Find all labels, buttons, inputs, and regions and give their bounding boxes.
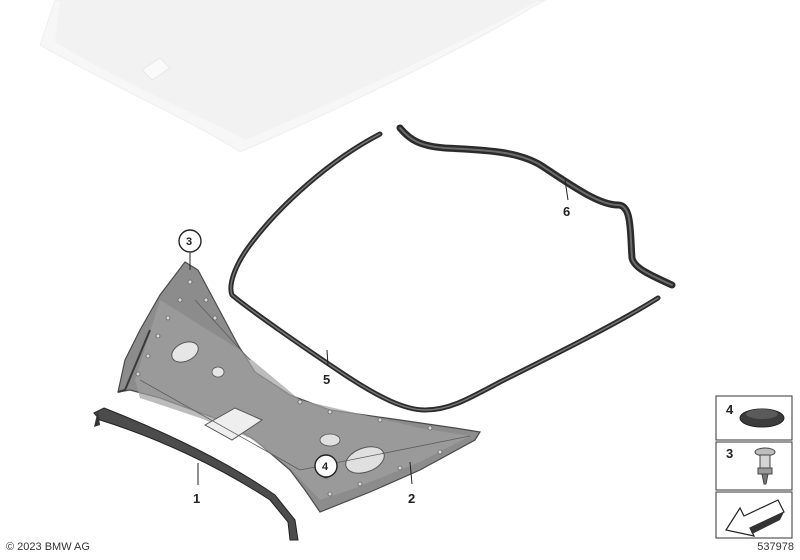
legend-label-4: 4 [726, 402, 734, 417]
callout-3-circled: 3 [178, 229, 202, 253]
clip-fastener-icon [754, 447, 776, 485]
roof-panel [39, 0, 546, 153]
rear-panel-2 [117, 261, 481, 513]
seal-strip-5 [228, 131, 661, 413]
svg-text:3: 3 [186, 236, 192, 248]
copyright-text: © 2023 BMW AG [6, 541, 90, 553]
diagram-id: 537978 [757, 541, 794, 553]
svg-text:4: 4 [322, 461, 329, 473]
callout-2: 2 [408, 491, 415, 506]
callout-6: 6 [563, 204, 570, 219]
plug-cap-icon [739, 408, 785, 428]
trim-strip-1 [93, 407, 299, 541]
legend-label-3: 3 [726, 446, 733, 461]
callout-4-circled: 4 [314, 454, 338, 478]
callout-5: 5 [323, 372, 330, 387]
direction-arrow-icon [725, 499, 785, 537]
seal-strip-6 [396, 124, 676, 289]
callout-1: 1 [193, 491, 200, 506]
legend-panel: 4 3 [715, 395, 793, 539]
